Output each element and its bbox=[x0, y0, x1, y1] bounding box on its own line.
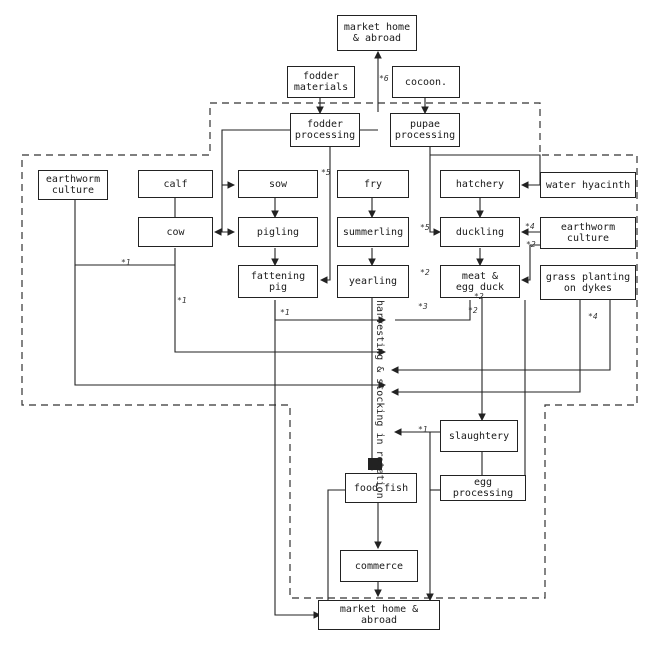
marker: *1 bbox=[280, 308, 290, 317]
node-grass-planting: grass planting on dykes bbox=[540, 265, 636, 300]
marker: *1 bbox=[177, 296, 187, 305]
marker: *3 bbox=[418, 302, 428, 311]
node-yearling: yearling bbox=[337, 265, 409, 298]
node-slaughtery: slaughtery bbox=[440, 420, 518, 452]
node-egg-processing: egg processing bbox=[440, 475, 526, 501]
node-earthworm-culture-right: earthworm culture bbox=[540, 217, 636, 249]
node-summerling: summerling bbox=[337, 217, 409, 247]
node-pupae-processing: pupae processing bbox=[390, 113, 460, 147]
node-cow: cow bbox=[138, 217, 213, 247]
marker: *2 bbox=[468, 306, 478, 315]
node-food-fish: food fish bbox=[345, 473, 417, 503]
marker: *4 bbox=[525, 222, 535, 231]
node-market-top: market home & abroad bbox=[337, 15, 417, 51]
marker: *4 bbox=[588, 312, 598, 321]
node-meat-egg-duck: meat & egg duck bbox=[440, 265, 520, 298]
node-market-bottom: market home & abroad bbox=[318, 600, 440, 630]
node-duckling: duckling bbox=[440, 217, 520, 247]
node-fry: fry bbox=[337, 170, 409, 198]
marker: *5 bbox=[321, 168, 331, 177]
node-water-hyacinth: water hyacinth bbox=[540, 172, 636, 198]
rotation-arrow-head bbox=[368, 458, 382, 470]
node-pigling: pigling bbox=[238, 217, 318, 247]
node-sow: sow bbox=[238, 170, 318, 198]
marker: *1 bbox=[418, 425, 428, 434]
node-earthworm-culture-left: earthworm culture bbox=[38, 170, 108, 200]
dashed-boundary bbox=[21, 102, 638, 599]
node-hatchery: hatchery bbox=[440, 170, 520, 198]
node-fattening-pig: fattening pig bbox=[238, 265, 318, 298]
marker: *2 bbox=[474, 292, 484, 301]
node-calf: calf bbox=[138, 170, 213, 198]
node-cocoon: cocoon. bbox=[392, 66, 460, 98]
marker: *5 bbox=[420, 223, 430, 232]
node-fodder-processing: fodder processing bbox=[290, 113, 360, 147]
rotation-label: harvesting & stocking in rotation bbox=[374, 300, 385, 499]
marker: *2 bbox=[420, 268, 430, 277]
node-fodder-materials: fodder materials bbox=[287, 66, 355, 98]
node-commerce: commerce bbox=[340, 550, 418, 582]
marker: *2 bbox=[526, 240, 536, 249]
marker: *6 bbox=[379, 74, 389, 83]
marker: *1 bbox=[121, 258, 131, 267]
